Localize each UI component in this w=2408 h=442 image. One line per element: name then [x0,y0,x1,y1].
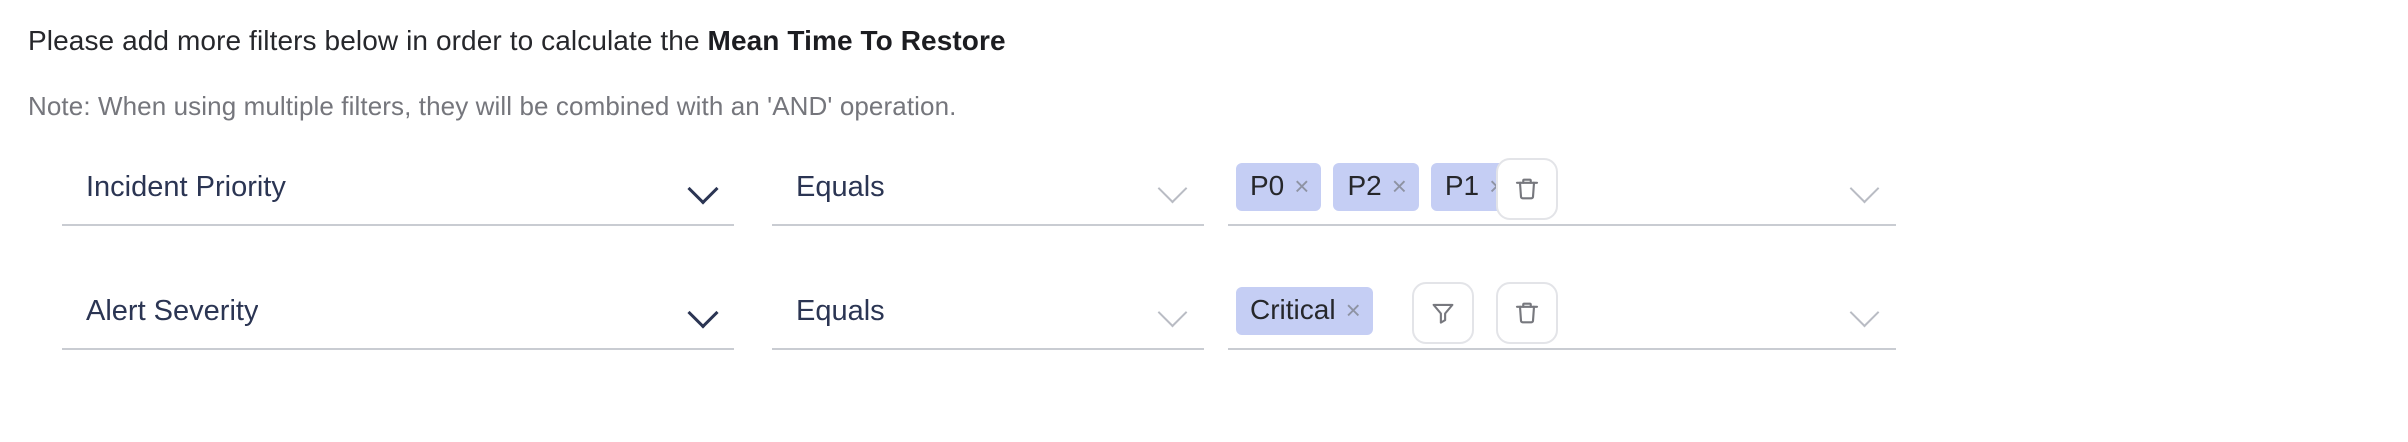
operator-select[interactable]: Equals [772,150,1204,226]
chevron-down-icon[interactable] [686,170,720,204]
chevron-down-icon[interactable] [686,294,720,328]
tag-chip[interactable]: Critical × [1236,287,1373,335]
filter-row: Incident Priority Equals P0 × P2 × [0,150,2408,274]
note-text: Note: When using multiple filters, they … [28,91,957,121]
operator-value: Equals [796,170,885,203]
remove-tag-icon[interactable]: × [1345,295,1361,325]
attribute-select[interactable]: Alert Severity [62,274,734,350]
delete-filter-button[interactable] [1496,158,1558,220]
attribute-value: Incident Priority [86,170,286,203]
trash-icon [1515,178,1539,200]
tag-label: Critical [1250,294,1336,325]
filter-row: Alert Severity Equals Critical × [0,274,2408,398]
values-multiselect[interactable]: P0 × P2 × P1 × [1228,150,1896,226]
remove-tag-icon[interactable]: × [1391,171,1407,201]
chevron-down-icon[interactable] [1156,294,1190,328]
trash-icon [1515,302,1539,324]
tag-label: P1 [1444,170,1480,201]
delete-filter-button[interactable] [1496,282,1558,344]
chevron-down-icon[interactable] [1156,170,1190,204]
operator-value: Equals [796,294,885,327]
tag-label: P2 [1347,170,1382,201]
chevron-down-icon[interactable] [1848,294,1882,328]
attribute-value: Alert Severity [86,294,259,327]
page-title: Please add more filters below in order t… [28,24,1006,58]
tag-list: Critical × [1236,287,1848,335]
row-actions [1496,158,1558,220]
tag-label: P0 [1250,170,1285,201]
row-actions [1412,282,1558,344]
chevron-down-icon[interactable] [1848,170,1882,204]
filter-icon [1432,303,1454,324]
instruction-text: Please add more filters below in order t… [28,25,708,56]
metric-name: Mean Time To Restore [707,25,1006,56]
tag-chip[interactable]: P0 × [1236,163,1322,211]
attribute-select[interactable]: Incident Priority [62,150,734,226]
operator-select[interactable]: Equals [772,274,1204,350]
remove-tag-icon[interactable]: × [1294,171,1310,201]
add-filter-button[interactable] [1412,282,1474,344]
tag-chip[interactable]: P2 × [1333,163,1419,211]
values-multiselect[interactable]: Critical × [1228,274,1896,350]
filter-rows: Incident Priority Equals P0 × P2 × [0,150,2408,398]
